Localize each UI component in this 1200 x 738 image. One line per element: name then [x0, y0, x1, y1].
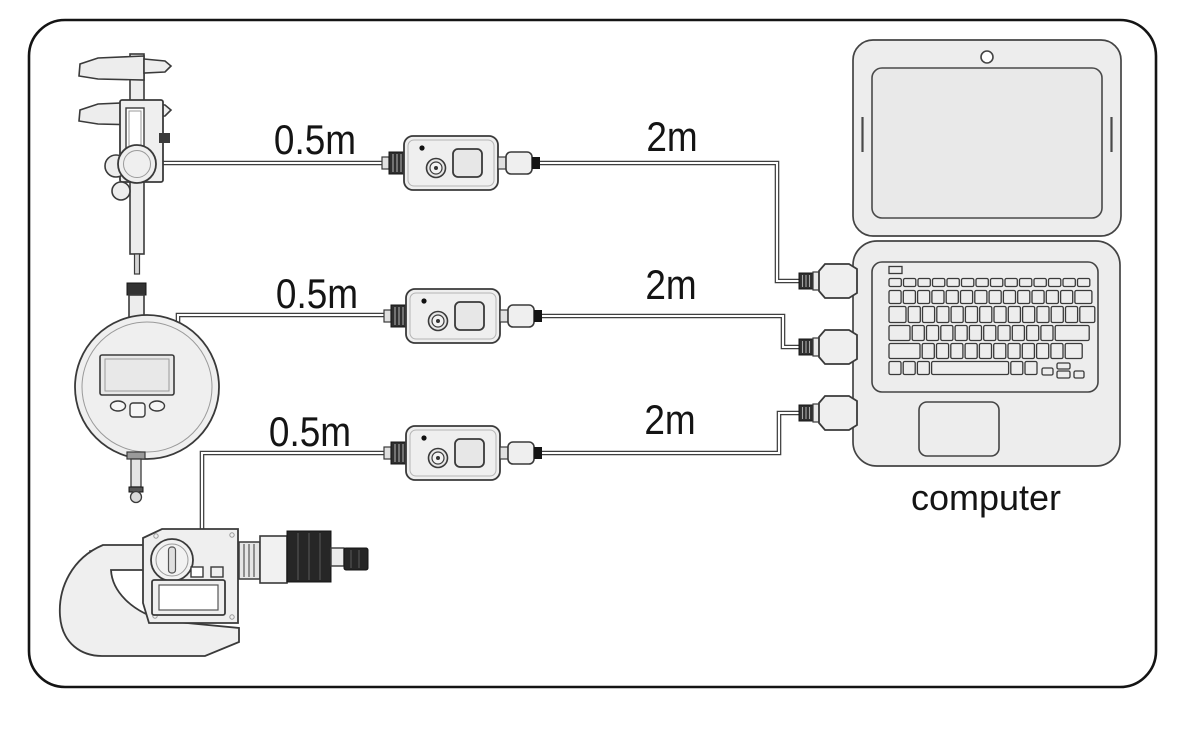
keyboard-key: [888, 265, 903, 275]
keyboard-key: [1018, 277, 1033, 288]
keyboard-key: [1007, 305, 1022, 324]
keyboard-key: [1062, 277, 1076, 288]
keyboard-key: [1059, 289, 1074, 305]
keyboard-key: [1050, 305, 1064, 324]
keyboard-key: [979, 305, 993, 324]
keyboard-key: [983, 324, 997, 342]
keyboard-key: [902, 360, 916, 376]
keyboard-key: [931, 277, 946, 288]
keyboard-key: [1056, 370, 1071, 379]
keyboard-key: [1024, 360, 1038, 376]
keyboard-key: [1011, 324, 1026, 342]
laptop-illustration: [852, 39, 1122, 467]
keyboard-key: [1073, 370, 1085, 379]
keyboard-key: [950, 305, 964, 324]
keyboard-key: [940, 324, 954, 342]
keyboard-key: [1045, 289, 1060, 305]
keyboard-key: [1036, 305, 1050, 324]
keyboard-key: [1054, 324, 1090, 342]
keyboard-key: [1074, 289, 1093, 305]
cable-length-label-row2-in: 0.5m: [275, 270, 359, 317]
keyboard-key: [993, 342, 1007, 360]
keyboard-key: [888, 360, 902, 376]
keyboard-key: [997, 324, 1011, 342]
keyboard-key: [1064, 305, 1079, 324]
keyboard-key: [902, 277, 917, 288]
keyboard-key: [1007, 342, 1021, 360]
cable-length-label-row1-in: 0.5m: [273, 116, 357, 163]
keyboard-key: [989, 277, 1004, 288]
keyboard-key: [935, 342, 950, 360]
keyboard-key: [1021, 305, 1036, 324]
keyboard-key: [1040, 324, 1054, 342]
keyboard-key: [1035, 342, 1050, 360]
keyboard-key: [931, 289, 945, 305]
keyboard-key: [975, 277, 989, 288]
keyboard-key: [936, 305, 950, 324]
computer-label: computer: [910, 477, 1062, 518]
keyboard-key: [921, 342, 935, 360]
keyboard-key: [978, 342, 993, 360]
keyboard-key: [1079, 305, 1096, 324]
keyboard-key: [917, 277, 931, 288]
keyboard-key: [902, 289, 917, 305]
keyboard-key: [1041, 367, 1054, 376]
cable-length-label-row3-out: 2m: [644, 396, 696, 443]
keyboard-key: [1033, 277, 1047, 288]
keyboard-key: [888, 342, 921, 360]
keyboard-key: [964, 342, 978, 360]
keyboard-key: [993, 305, 1007, 324]
keyboard-key: [1017, 289, 1031, 305]
keyboard-key: [888, 305, 907, 324]
keyboard-key: [888, 289, 902, 305]
keyboard-key: [1056, 362, 1071, 370]
keyboard-key: [954, 324, 968, 342]
keyboard-key: [1010, 360, 1024, 376]
keyboard-key: [1002, 289, 1017, 305]
keyboard-key: [1050, 342, 1064, 360]
keyboard-key: [1064, 342, 1083, 360]
keyboard-key: [945, 289, 959, 305]
keyboard-key: [930, 360, 1010, 376]
keyboard-key: [950, 342, 964, 360]
keyboard-key: [916, 289, 931, 305]
keyboard-key: [911, 324, 925, 342]
keyboard-key: [1021, 342, 1036, 360]
keyboard-key: [964, 305, 979, 324]
keyboard-key: [960, 277, 975, 288]
keyboard-key: [968, 324, 983, 342]
cable-length-label-row2-out: 2m: [645, 261, 697, 308]
keyboard-key: [888, 277, 902, 288]
webcam-icon: [980, 50, 994, 64]
keyboard-key: [1047, 277, 1062, 288]
keyboard-key: [1076, 277, 1091, 288]
keyboard-key: [921, 305, 936, 324]
digital-caliper-illustration: [78, 53, 173, 275]
cable-length-label-row3-in: 0.5m: [268, 408, 352, 455]
keyboard-key: [1025, 324, 1040, 342]
digital-indicator-illustration: [74, 282, 220, 504]
keyboard-key: [925, 324, 940, 342]
keyboard-key: [916, 360, 931, 376]
keyboard-key: [1031, 289, 1045, 305]
keyboard-key: [1004, 277, 1018, 288]
micrometer-ratchet: [343, 547, 369, 571]
caliper-lock-screw: [159, 133, 170, 143]
digital-micrometer-illustration: [58, 528, 369, 657]
keyboard-key: [988, 289, 1002, 305]
cable-length-label-row1-out: 2m: [646, 113, 698, 160]
cables: [150, 160, 799, 540]
keyboard-keys: [888, 277, 1096, 379]
keyboard-key: [974, 289, 988, 305]
keyboard-key: [946, 277, 960, 288]
laptop-screen: [871, 67, 1103, 219]
keyboard-key: [959, 289, 974, 305]
keyboard-key: [888, 324, 911, 342]
touchpad: [918, 401, 1000, 457]
keyboard-key: [907, 305, 921, 324]
